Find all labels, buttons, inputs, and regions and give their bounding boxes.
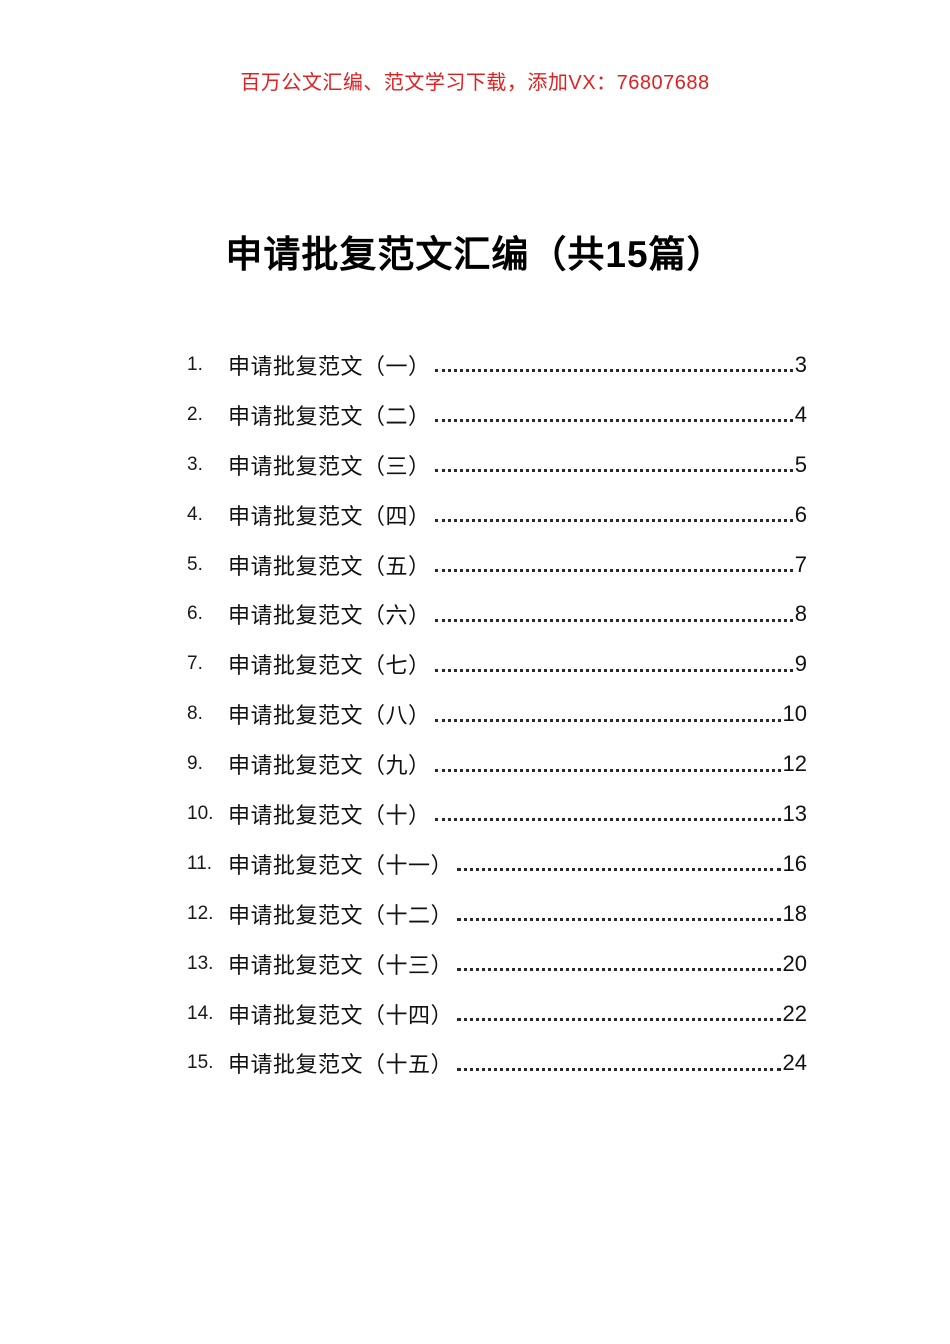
promo-banner: 百万公文汇编、范文学习下载，添加VX：76807688 — [240, 72, 710, 94]
toc-entry-number: 5. — [187, 553, 203, 575]
toc-leader-dots — [434, 607, 793, 622]
toc-entry-label: 申请批复范文（十五） — [228, 1052, 454, 1078]
toc-entry-label: 申请批复范文（十一） — [228, 852, 454, 878]
toc-entry-label: 申请批复范文（十四） — [228, 1002, 454, 1028]
toc-entry[interactable]: 2. 申请批复范文（二） 4 — [187, 390, 807, 440]
toc-entry-number: 14. — [187, 1002, 214, 1024]
toc-entry-page: 8 — [794, 601, 807, 627]
toc-entry[interactable]: 6. 申请批复范文（六） 8 — [187, 589, 807, 639]
toc-entry-page: 16 — [782, 850, 807, 876]
toc-entry-number: 8. — [187, 703, 203, 725]
toc-leader-dots — [434, 757, 781, 772]
toc-leader-dots — [457, 956, 781, 972]
toc-entry[interactable]: 13. 申请批复范文（十三） 20 — [187, 939, 807, 989]
toc-leader-dots — [457, 1006, 781, 1022]
toc-entry-label: 申请批复范文（二） — [228, 403, 431, 429]
toc-entry[interactable]: 9. 申请批复范文（九） 12 — [187, 739, 807, 789]
toc-entry-number: 3. — [187, 453, 203, 475]
toc-leader-dots — [434, 707, 781, 722]
toc-entry-page: 6 — [794, 501, 807, 527]
toc-entry-page: 18 — [782, 900, 807, 926]
toc-leader-dots — [434, 357, 793, 373]
toc-entry-label: 申请批复范文（四） — [228, 503, 431, 529]
toc-leader-dots — [457, 906, 781, 922]
toc-entry-label: 申请批复范文（一） — [228, 353, 431, 379]
toc-entry-page: 20 — [782, 950, 807, 976]
toc-leader-dots — [434, 806, 781, 822]
toc-entry-page: 10 — [782, 701, 807, 727]
toc-entry-number: 9. — [187, 753, 203, 775]
toc-entry[interactable]: 12. 申请批复范文（十二） 18 — [187, 889, 807, 939]
toc-leader-dots — [434, 557, 793, 572]
toc-entry-number: 1. — [187, 353, 203, 375]
toc-entry-label: 申请批复范文（九） — [228, 753, 431, 779]
toc-leader-dots — [434, 457, 793, 473]
toc-entry-number: 12. — [187, 902, 214, 924]
toc-entry-page: 22 — [782, 1000, 807, 1026]
toc-entry-page: 5 — [794, 451, 807, 477]
toc-entry[interactable]: 1. 申请批复范文（一） 3 — [187, 340, 807, 390]
toc-entry[interactable]: 4. 申请批复范文（四） 6 — [187, 490, 807, 540]
toc-entry[interactable]: 7. 申请批复范文（七） 9 — [187, 639, 807, 689]
toc-entry[interactable]: 3. 申请批复范文（三） 5 — [187, 440, 807, 490]
toc-entry[interactable]: 11. 申请批复范文（十一） 16 — [187, 839, 807, 889]
toc-entry-label: 申请批复范文（六） — [228, 603, 431, 629]
toc-entry-number: 2. — [187, 403, 203, 425]
toc-entry-page: 9 — [794, 651, 807, 677]
toc-leader-dots — [457, 1056, 781, 1071]
toc-entry[interactable]: 5. 申请批复范文（五） 7 — [187, 540, 807, 590]
toc-entry-number: 11. — [187, 852, 213, 874]
toc-entry[interactable]: 8. 申请批复范文（八） 10 — [187, 689, 807, 739]
toc-leader-dots — [457, 856, 781, 872]
toc-entry[interactable]: 14. 申请批复范文（十四） 22 — [187, 989, 807, 1039]
toc-leader-dots — [434, 507, 793, 523]
table-of-contents: 1. 申请批复范文（一） 3 2. 申请批复范文（二） 4 3. 申请批复范文（… — [187, 340, 807, 1088]
toc-entry-label: 申请批复范文（五） — [228, 553, 431, 579]
toc-entry[interactable]: 15. 申请批复范文（十五） 24 — [187, 1038, 807, 1088]
toc-entry-number: 7. — [187, 653, 203, 675]
toc-entry-page: 24 — [782, 1050, 807, 1076]
toc-entry-label: 申请批复范文（十二） — [228, 902, 454, 928]
toc-entry-label: 申请批复范文（八） — [228, 703, 431, 729]
toc-entry[interactable]: 10. 申请批复范文（十） 13 — [187, 789, 807, 839]
toc-entry-page: 13 — [782, 800, 807, 826]
toc-entry-page: 12 — [782, 751, 807, 777]
document-title: 申请批复范文汇编（共15篇） — [225, 234, 725, 275]
toc-entry-page: 4 — [794, 401, 807, 427]
toc-leader-dots — [434, 407, 793, 423]
toc-entry-label: 申请批复范文（七） — [228, 653, 431, 679]
toc-entry-page: 3 — [794, 351, 807, 377]
toc-entry-label: 申请批复范文（十） — [228, 802, 431, 828]
toc-entry-number: 10. — [187, 802, 214, 824]
toc-entry-number: 15. — [187, 1052, 214, 1074]
toc-entry-label: 申请批复范文（十三） — [228, 952, 454, 978]
toc-entry-label: 申请批复范文（三） — [228, 453, 431, 479]
toc-entry-number: 4. — [187, 503, 203, 525]
toc-leader-dots — [434, 657, 793, 672]
toc-entry-page: 7 — [794, 551, 807, 577]
toc-entry-number: 13. — [187, 952, 214, 974]
toc-entry-number: 6. — [187, 603, 203, 625]
